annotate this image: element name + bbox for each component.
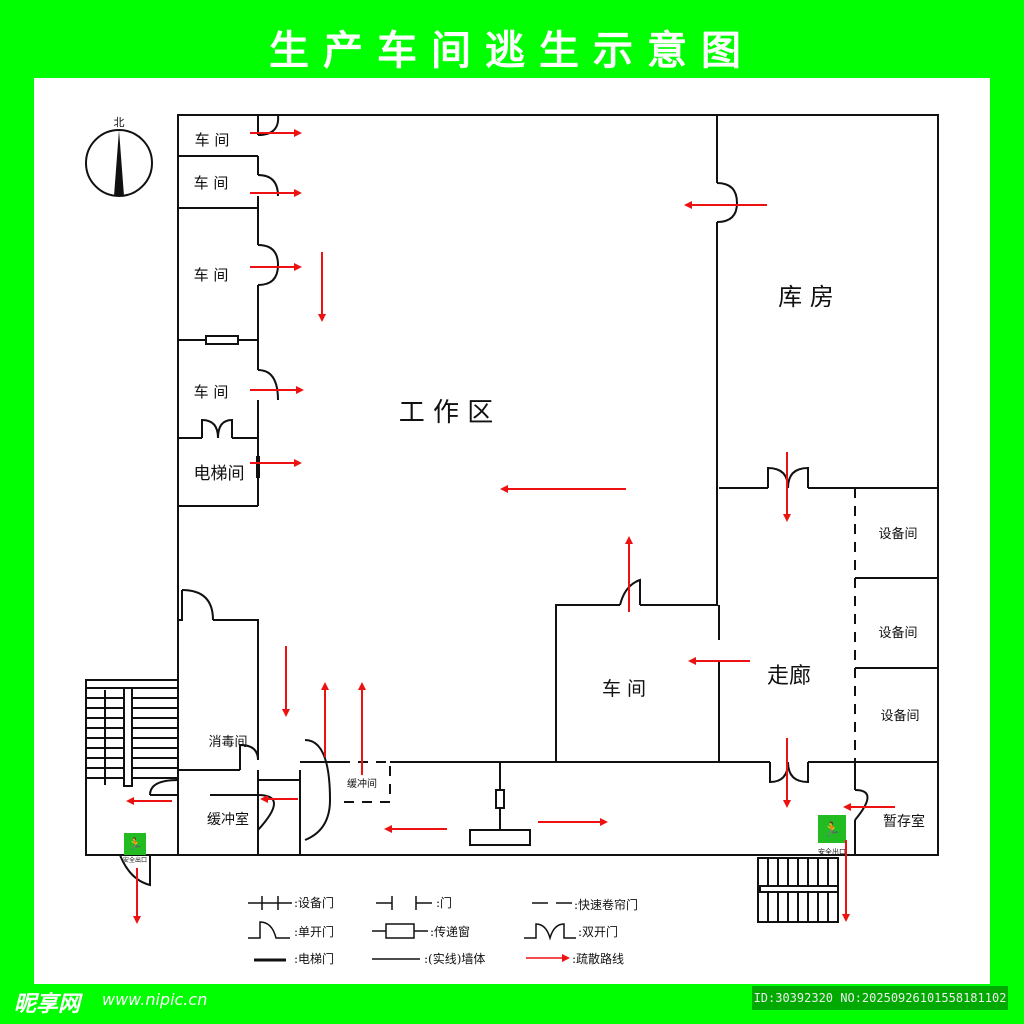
exit-sign-left: 🏃 安全出口 bbox=[123, 833, 147, 864]
staircase-right bbox=[757, 857, 839, 923]
compass-label: 北 bbox=[114, 116, 125, 129]
room-label: 设备间 bbox=[878, 625, 917, 641]
rolling-shutter-doors bbox=[340, 488, 856, 803]
running-man-icon: 🏃 bbox=[128, 837, 143, 851]
room-labels: 车 间 车 间 车 间 车 间 电梯间 工 作 区 库 房 车 间 走廊 设备间… bbox=[194, 131, 926, 830]
watermark-url: www.nipic.cn bbox=[102, 990, 208, 1009]
legend-label: :单开门 bbox=[294, 924, 334, 939]
room-label: 走廊 bbox=[767, 664, 811, 689]
legend-double-door-symbol bbox=[524, 923, 576, 941]
legend-label: :传递窗 bbox=[430, 924, 470, 939]
room-label: 缓冲室 bbox=[207, 811, 249, 828]
room-label: 车 间 bbox=[195, 131, 230, 149]
svg-text:安全出口: 安全出口 bbox=[818, 847, 846, 856]
page-title: 生产车间逃生示意图 bbox=[269, 28, 755, 74]
legend-label: :快速卷帘门 bbox=[574, 897, 638, 912]
exit-sign-right: 🏃 安全出口 bbox=[818, 815, 846, 856]
elevator-door bbox=[256, 456, 260, 478]
room-label: 工 作 区 bbox=[399, 398, 494, 428]
room-label: 车 间 bbox=[194, 266, 229, 284]
running-man-icon: 🏃 bbox=[823, 821, 840, 838]
legend-label: :(实线)墙体 bbox=[424, 951, 485, 966]
room-label: 库 房 bbox=[778, 283, 834, 311]
compass: 北 bbox=[85, 116, 153, 197]
legend-label: :双开门 bbox=[578, 924, 618, 939]
room-label: 车 间 bbox=[602, 678, 646, 700]
legend-door-symbol bbox=[376, 896, 432, 910]
room-label: 电梯间 bbox=[194, 464, 245, 484]
legend-label: :电梯门 bbox=[294, 951, 334, 966]
evacuation-routes bbox=[126, 129, 895, 924]
room-label: 暂存室 bbox=[883, 813, 925, 830]
watermark-logo: 昵享网 bbox=[14, 992, 81, 1017]
room-label: 消毒间 bbox=[208, 735, 247, 750]
room-label: 车 间 bbox=[194, 383, 229, 401]
legend-label: :设备门 bbox=[294, 895, 334, 910]
room-label: 车 间 bbox=[194, 174, 229, 192]
room-label: 缓冲间 bbox=[347, 777, 377, 790]
svg-text:安全出口: 安全出口 bbox=[123, 856, 147, 864]
legend-equipment-door-symbol bbox=[248, 896, 292, 910]
room-label: 设备间 bbox=[880, 708, 919, 724]
north-arrow-icon bbox=[114, 130, 124, 196]
legend-label: :疏散路线 bbox=[572, 951, 624, 966]
watermark-id: ID:30392320 NO:20250926101558181102 bbox=[752, 986, 1008, 1010]
room-label: 设备间 bbox=[878, 526, 917, 542]
legend: :设备门 :门 :快速卷帘门 :单开门 :传递窗 :双开门 :电梯门 :(实线)… bbox=[248, 895, 638, 966]
legend-single-door-symbol bbox=[248, 921, 290, 939]
legend-label: :门 bbox=[436, 895, 452, 910]
staircase-left bbox=[86, 687, 178, 787]
